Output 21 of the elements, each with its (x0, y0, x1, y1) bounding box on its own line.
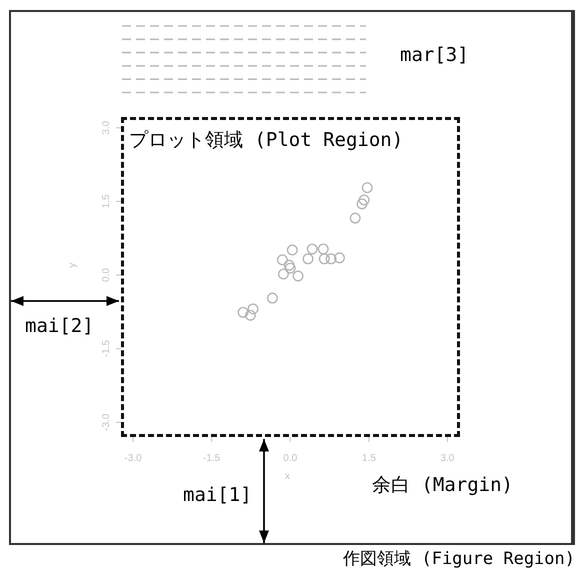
tick-label: 1.5 (362, 453, 376, 464)
arrow (11, 296, 119, 306)
tick-label: 1.5 (101, 194, 112, 208)
axis-title: x (285, 471, 290, 482)
dimension-label: mai[2] (25, 315, 94, 337)
tick-label: -3.0 (101, 414, 112, 431)
tick-label: 3.0 (101, 120, 112, 135)
dimension-label: mai[1] (183, 484, 252, 506)
plot-frame (121, 117, 460, 437)
tick-label: 3.0 (440, 453, 454, 464)
region-title: プロット領域 (Plot Region) (129, 129, 404, 151)
tick-label: -1.5 (101, 340, 112, 358)
tick-label: -3.0 (124, 453, 142, 464)
margin-label: 余白 (Margin) (372, 474, 513, 496)
region-title: 作図領域 (Figure Region) (343, 548, 575, 569)
margin-label: mar[3] (400, 44, 469, 66)
tick-label: 0.0 (283, 453, 298, 464)
arrow (258, 439, 270, 543)
axis-title: y (67, 262, 78, 268)
tick-label: -1.5 (203, 453, 220, 464)
tick-label: 0.0 (101, 268, 112, 282)
